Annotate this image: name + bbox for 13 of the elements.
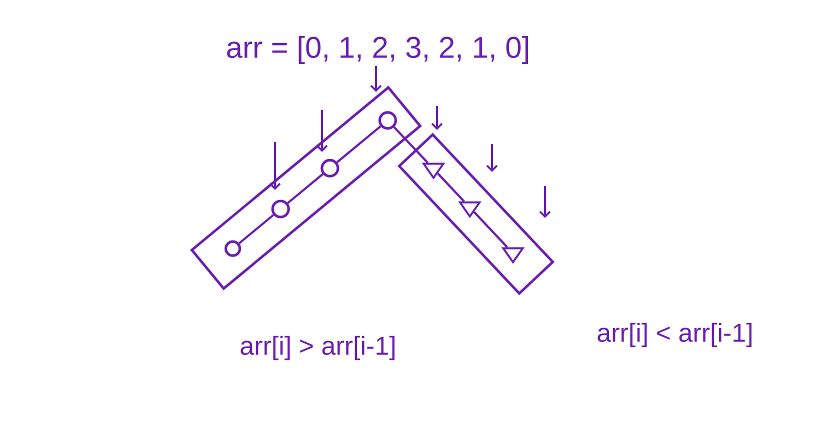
- condition-label: arr[i] < arr[i-1]: [598, 322, 752, 348]
- point-circle: [378, 111, 397, 130]
- connector-line: [436, 172, 465, 202]
- point-circle: [320, 158, 340, 178]
- point-circle: [271, 200, 290, 218]
- condition-label: arr[i] > arr[i-1]: [240, 336, 394, 360]
- connector-line: [393, 126, 429, 164]
- connector-line: [336, 125, 382, 164]
- point-circle: [224, 240, 242, 257]
- array-title: arr = [0, 1, 2, 3, 2, 1, 0]: [227, 36, 528, 64]
- connector-line: [238, 214, 274, 244]
- connector-line: [287, 173, 324, 204]
- connector-line: [473, 211, 508, 248]
